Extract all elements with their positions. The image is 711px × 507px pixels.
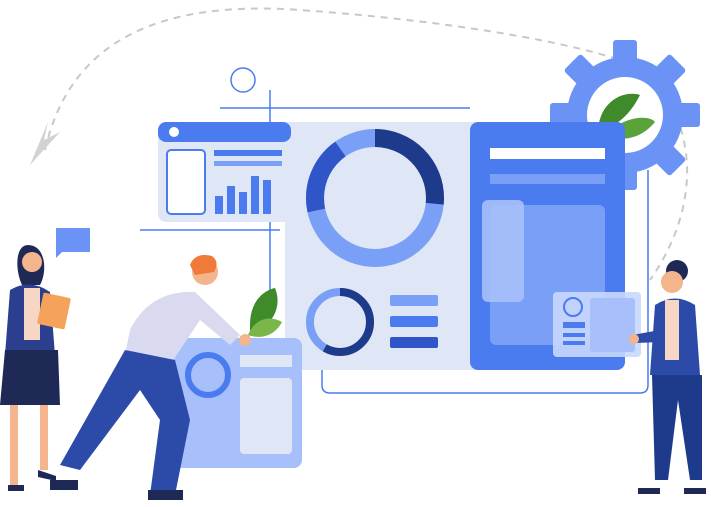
bar-chart-card	[158, 122, 291, 222]
bar	[251, 176, 259, 214]
bar-chart-icon	[215, 176, 271, 214]
bar	[239, 192, 247, 214]
bar	[215, 196, 223, 214]
chat-bubble-icon	[56, 228, 90, 258]
floating-card-left	[170, 338, 302, 468]
person-woman-right	[629, 260, 706, 494]
bar	[263, 180, 271, 214]
floating-card-right	[553, 292, 641, 357]
donut-chart-icon	[306, 129, 444, 267]
person-woman-left	[0, 245, 71, 491]
text-line	[490, 148, 605, 159]
arrow-icon	[30, 122, 60, 165]
person-man-pushing	[50, 255, 251, 500]
small-donut-chart-icon	[306, 288, 374, 356]
dashed-arc	[44, 7, 689, 281]
leaf-icon	[248, 288, 282, 337]
legend-bars	[390, 295, 438, 348]
text-line	[490, 174, 605, 184]
content-card	[482, 200, 524, 302]
tablet	[37, 292, 71, 330]
guide-lines	[140, 67, 649, 394]
bar	[227, 186, 235, 214]
